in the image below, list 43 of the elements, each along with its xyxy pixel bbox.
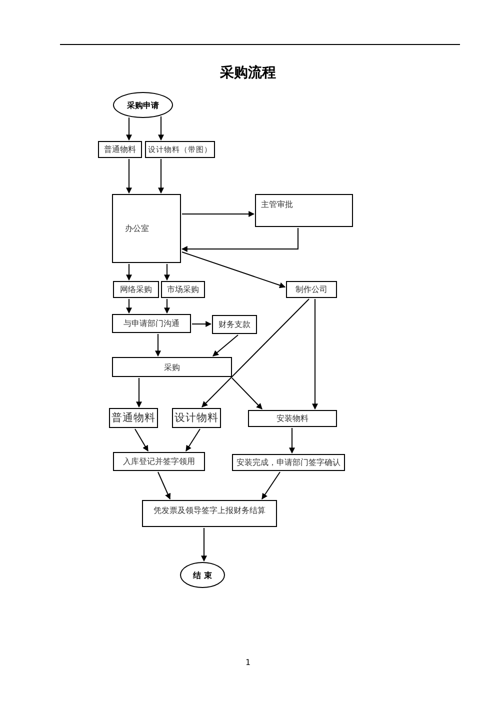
process-box: 安装完成，申请部门签字确认 xyxy=(232,454,345,471)
arrow xyxy=(202,298,310,408)
process-box: 安装物料 xyxy=(248,410,337,427)
arrow xyxy=(164,264,170,281)
arrow xyxy=(158,158,164,194)
arrow xyxy=(126,158,132,194)
process-box: 主管审批 xyxy=(255,194,353,227)
process-box: 市场采购 xyxy=(161,281,205,298)
process-box: 网络采购 xyxy=(113,281,159,298)
arrow xyxy=(126,117,132,141)
arrow xyxy=(181,228,298,252)
process-box: 与申请部门沟通 xyxy=(112,314,191,333)
arrow xyxy=(232,378,262,410)
process-box: 普通物料 xyxy=(109,408,158,428)
arrow xyxy=(164,298,170,314)
process-box: 入库登记并签字领用 xyxy=(113,452,205,471)
arrow xyxy=(201,528,207,562)
process-box: 凭发票及领导签字上报财务结算 xyxy=(142,500,277,527)
arrow xyxy=(155,334,161,357)
arrow xyxy=(158,116,164,141)
arrow xyxy=(182,252,286,288)
process-box: 采购 xyxy=(112,357,232,377)
arrow xyxy=(136,378,142,408)
arrow xyxy=(126,264,132,281)
process-box: 普通物料 xyxy=(98,141,142,158)
page-number: 1 xyxy=(244,658,252,667)
terminal-ellipse: 结 束 xyxy=(180,562,225,588)
arrow xyxy=(289,428,295,454)
process-box: 财务支款 xyxy=(212,315,257,334)
arrow xyxy=(312,298,318,410)
terminal-ellipse: 采购申请 xyxy=(113,92,173,118)
arrow xyxy=(192,321,212,327)
arrow xyxy=(212,334,238,356)
arrow xyxy=(186,428,200,452)
arrow xyxy=(134,428,148,452)
process-box: 设计物料 xyxy=(172,408,221,428)
arrow xyxy=(182,211,255,217)
arrow xyxy=(126,298,132,314)
arrow xyxy=(262,472,280,500)
arrow xyxy=(158,472,171,500)
process-box: 制作公司 xyxy=(286,281,337,298)
process-box: 办公室 xyxy=(112,194,181,263)
title: 采购流程 xyxy=(219,64,277,82)
